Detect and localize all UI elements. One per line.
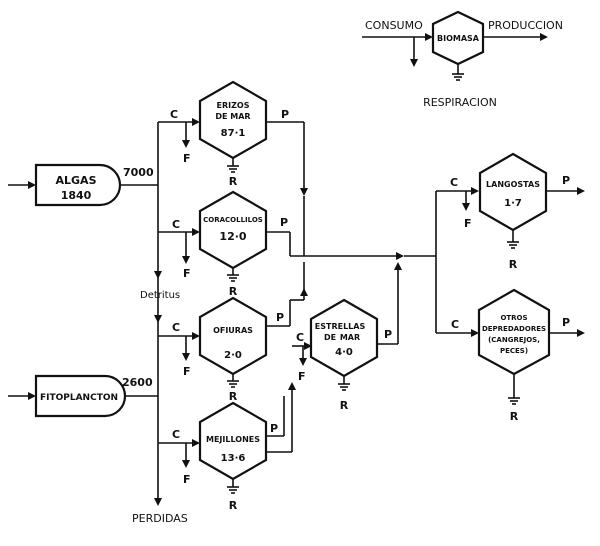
other-predators-label-4: PECES) — [500, 347, 528, 355]
other-predators-label-1: OTROS — [500, 314, 527, 322]
legend-respiration-label: RESPIRACION — [423, 96, 497, 109]
legend-consumption-label: CONSUMO — [365, 19, 423, 32]
consumption-mark: C — [170, 108, 178, 121]
node-mussels: C F MEJILLONES 13·6 R P — [158, 401, 292, 512]
respiration-mark: R — [510, 410, 519, 423]
mussels-value: 13·6 — [221, 453, 246, 464]
faeces-mark: F — [464, 217, 472, 230]
node-coralline: C F CORACOLLILOS 12·0 R P — [158, 190, 291, 298]
production-collector — [283, 122, 436, 452]
left-trunk: Detritus PERDIDAS — [132, 122, 188, 525]
respiration-mark: R — [509, 258, 518, 271]
production-mark: P — [384, 328, 392, 341]
coralline-label: CORACOLLILOS — [203, 216, 263, 224]
sea-urchins-value: 87·1 — [221, 128, 246, 139]
lobsters-hexagon — [478, 152, 548, 232]
consumption-mark: C — [172, 428, 180, 441]
phytoplankton-input-value: 2600 — [122, 376, 153, 389]
source-algae: ALGAS 1840 7000 — [8, 163, 158, 207]
algae-input-value: 7000 — [123, 166, 154, 179]
respiration-mark: R — [229, 285, 238, 298]
losses-label: PERDIDAS — [132, 512, 188, 525]
brittle-stars-hexagon — [198, 296, 268, 376]
faeces-mark: F — [183, 365, 191, 378]
node-starfish: C F ESTRELLAS DE MAR 4·0 R P — [292, 262, 402, 412]
production-mark: P — [280, 216, 288, 229]
production-mark: P — [562, 316, 570, 329]
respiration-mark: R — [340, 399, 349, 412]
phytoplankton-label: FITOPLANCTON — [40, 393, 118, 403]
legend: BIOMASA CONSUMO PRODUCCION RESPIRACION — [362, 10, 563, 109]
node-sea-urchins: C F ERIZOS DE MAR 87·1 R P — [158, 80, 304, 188]
respiration-mark: R — [229, 175, 238, 188]
faeces-mark: F — [183, 152, 191, 165]
production-mark: P — [276, 311, 284, 324]
node-other-predators: C OTROS DEPREDADORES (CANGREJOS, PECES) … — [436, 288, 585, 423]
faeces-mark: F — [298, 370, 306, 383]
starfish-label-3: MAR — [340, 333, 360, 342]
legend-production-label: PRODUCCION — [488, 19, 563, 32]
consumption-mark: C — [172, 218, 180, 231]
production-mark: P — [270, 422, 278, 435]
node-lobsters: C F LANGOSTAS 1·7 R P — [436, 152, 585, 271]
starfish-label-2: DE — [324, 333, 336, 342]
consumption-mark: C — [172, 321, 180, 334]
other-predators-label-3: (CANGREJOS, — [488, 336, 540, 344]
node-brittle-stars: C F OFIURAS 2·0 R P — [158, 296, 290, 403]
detritus-label: Detritus — [140, 290, 180, 301]
mussels-label: MEJILLONES — [206, 435, 260, 444]
algae-label: ALGAS — [56, 174, 97, 187]
faeces-mark: F — [183, 473, 191, 486]
brittle-stars-value: 2·0 — [224, 350, 242, 361]
sea-urchins-label-1: ERIZOS — [217, 101, 250, 110]
algae-value: 1840 — [61, 189, 92, 202]
respiration-mark: R — [229, 390, 238, 403]
source-phytoplankton: FITOPLANCTON 2600 — [8, 374, 158, 418]
legend-biomass-label: BIOMASA — [437, 34, 480, 43]
lobsters-label: LANGOSTAS — [486, 180, 540, 189]
production-mark: P — [281, 108, 289, 121]
consumption-mark: C — [450, 176, 458, 189]
consumption-mark: C — [451, 318, 459, 331]
brittle-stars-label: OFIURAS — [213, 326, 253, 335]
faeces-mark: F — [183, 267, 191, 280]
sea-urchins-label-2: DE MAR — [215, 112, 250, 121]
starfish-value: 4·0 — [335, 347, 353, 358]
production-mark: P — [562, 174, 570, 187]
coralline-value: 12·0 — [219, 230, 246, 243]
consumption-mark: C — [296, 331, 304, 344]
lobsters-value: 1·7 — [504, 198, 522, 209]
respiration-mark: R — [229, 499, 238, 512]
other-predators-label-2: DEPREDADORES — [482, 325, 546, 333]
starfish-label-1: ESTRELLAS — [315, 322, 366, 331]
